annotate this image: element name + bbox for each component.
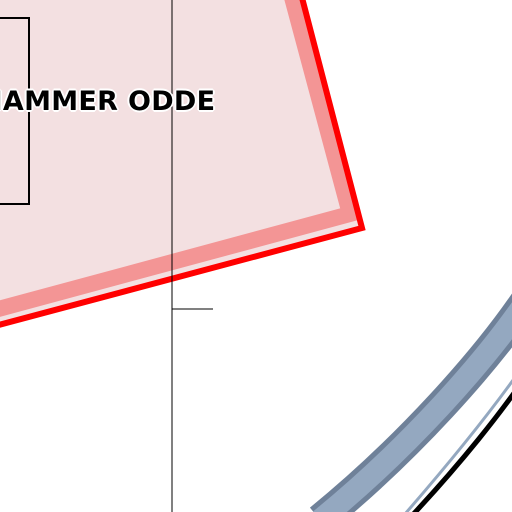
road-shadow	[309, 293, 512, 512]
protected-area-inner-border	[0, 0, 360, 317]
area-label: HAMMER ODDE	[0, 86, 216, 117]
road-edge-inner	[404, 378, 512, 512]
road-edge	[411, 391, 512, 512]
road[interactable]	[309, 280, 512, 512]
protected-area-border	[0, 0, 366, 328]
building-outline[interactable]	[0, 17, 30, 205]
protected-area[interactable]	[0, 0, 366, 330]
road-fill	[313, 302, 512, 512]
